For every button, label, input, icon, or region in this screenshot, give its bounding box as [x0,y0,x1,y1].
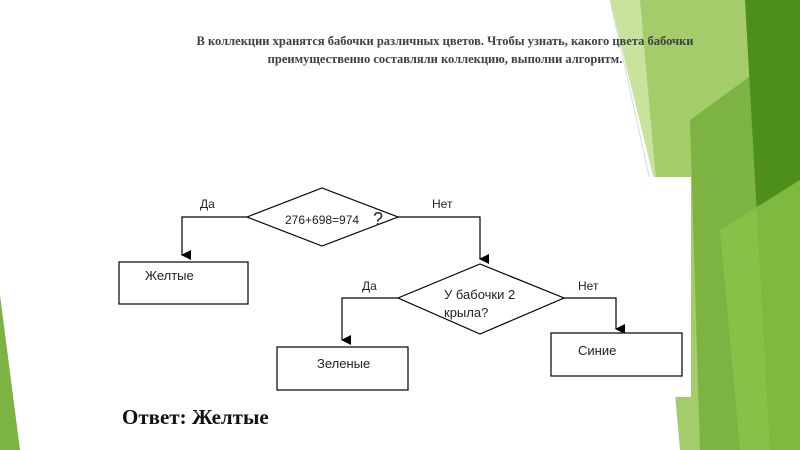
slide-title: В коллекции хранятся бабочки различных ц… [196,34,694,66]
decision-2-line1: У бабочки 2 [444,287,515,302]
decision-1-no-label: Нет [432,197,453,211]
answer-text: Ответ: Желтые [122,405,269,429]
decision-2-line2: крыла? [444,305,488,320]
box-yellow [118,261,249,305]
box-blue [550,332,683,377]
decision-1-text: 276+698=974 [285,213,359,227]
decision-2-no-line [564,297,625,334]
box-green-label: Зеленые [317,356,370,371]
left-green-triangle [0,295,20,450]
decision-1-no-line [398,216,489,264]
decision-1-yes-line [181,216,247,260]
decision-2-no-label: Нет [578,279,599,293]
box-blue-label: Синие [578,343,616,358]
box-green [276,346,409,391]
decision-1-question-mark: ? [373,209,383,229]
right-mid-panel [720,180,800,450]
box-yellow-label: Желтые [145,268,194,283]
decision-2-yes-line [341,297,398,345]
decision-1-yes-label: Да [200,197,215,211]
decision-2-yes-label: Да [362,279,377,293]
